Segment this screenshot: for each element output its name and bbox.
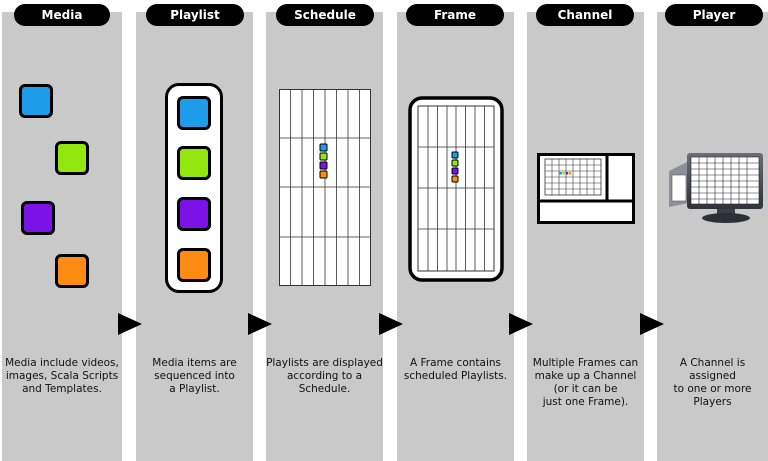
schedule-caption: Playlists are displayed according to a S… <box>266 357 383 396</box>
caption-line: Media include videos, <box>5 357 119 369</box>
media-blue-square-icon <box>19 84 53 118</box>
media-purple-square-icon <box>21 201 55 235</box>
caption-line: and Templates. <box>22 383 102 395</box>
stage-title-playlist: Playlist <box>146 4 244 26</box>
stage-title-channel: Channel <box>536 4 634 26</box>
caption-line: Schedule. <box>298 383 351 395</box>
playlist-orange-square-icon <box>177 248 211 282</box>
frame-grid-icon <box>408 96 504 282</box>
caption-line: to one or more Players <box>673 383 752 408</box>
caption-line: Multiple Frames can <box>532 357 639 369</box>
playlist-green-square-icon <box>177 146 211 180</box>
caption-line: A Channel is assigned <box>679 357 746 382</box>
caption-line: just one Frame). <box>542 396 629 408</box>
player-column <box>657 12 768 461</box>
stage-title-schedule: Schedule <box>276 4 374 26</box>
schedule-grid-icon <box>279 89 371 286</box>
media-caption: Media include videos, images, Scala Scri… <box>2 357 122 396</box>
stage-title-player: Player <box>665 4 763 26</box>
caption-line: (or it can be <box>553 383 618 395</box>
player-caption: A Channel is assigned to one or more Pla… <box>657 357 768 409</box>
stage-title-media: Media <box>14 4 110 26</box>
caption-line: A Frame contains <box>409 357 502 369</box>
arrow-right-icon <box>379 313 403 335</box>
channel-caption: Multiple Frames can make up a Channel (o… <box>527 357 644 409</box>
arrow-right-icon <box>640 313 664 335</box>
playlist-caption: Media items are sequenced into a Playlis… <box>136 357 253 396</box>
channel-screen-icon <box>537 153 635 224</box>
caption-line: Playlists are displayed <box>266 357 383 369</box>
playlist-blue-square-icon <box>177 96 211 130</box>
caption-line: a Playlist. <box>169 383 220 395</box>
channel-column <box>527 12 644 461</box>
media-orange-square-icon <box>55 254 89 288</box>
arrow-right-icon <box>118 313 142 335</box>
caption-line: Media items are <box>152 357 237 369</box>
playlist-purple-square-icon <box>177 197 211 231</box>
caption-line: sequenced into <box>154 370 235 382</box>
stage-title-frame: Frame <box>406 4 504 26</box>
caption-line: according to a <box>286 370 363 382</box>
caption-line: scheduled Playlists. <box>403 370 508 382</box>
arrow-right-icon <box>509 313 533 335</box>
media-green-square-icon <box>55 141 89 175</box>
caption-line: make up a Channel <box>534 370 637 382</box>
frame-caption: A Frame contains scheduled Playlists. <box>397 357 514 383</box>
player-monitor-icon <box>669 153 763 223</box>
arrow-right-icon <box>248 313 272 335</box>
caption-line: images, Scala Scripts <box>5 370 119 382</box>
